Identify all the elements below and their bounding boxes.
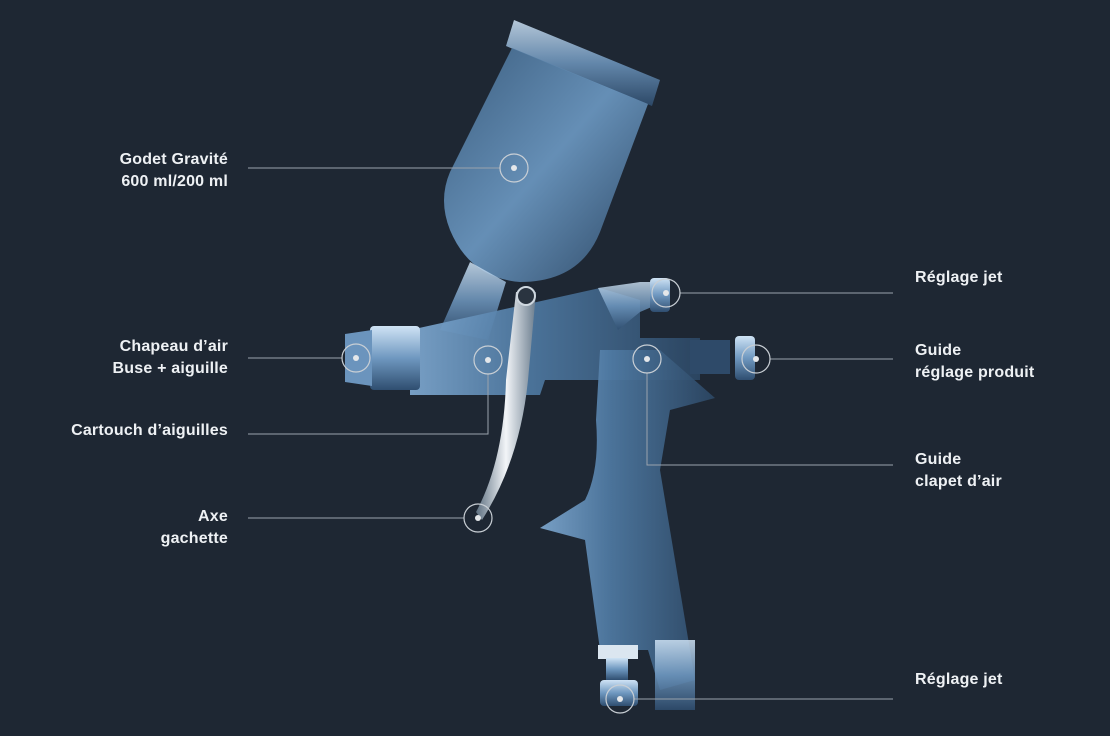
label-line: Guide bbox=[915, 342, 962, 359]
hotspot-chapeau[interactable] bbox=[341, 343, 371, 373]
air-cap bbox=[370, 326, 420, 390]
bottom-adjuster-knob bbox=[600, 680, 638, 706]
label-axe: Axe gachette bbox=[161, 506, 228, 550]
hotspot-guide-produit[interactable] bbox=[741, 344, 771, 374]
label-line: Réglage jet bbox=[915, 671, 1003, 688]
label-guide-air: Guide clapet d’air bbox=[915, 449, 1002, 493]
fluid-adjuster-knob bbox=[735, 336, 755, 380]
hotspot-reglage-bottom[interactable] bbox=[605, 684, 635, 714]
label-line: Godet Gravité bbox=[119, 151, 228, 168]
spray-gun bbox=[345, 20, 755, 710]
label-line: réglage produit bbox=[915, 364, 1035, 381]
hotspot-cartouch[interactable] bbox=[473, 345, 503, 375]
label-line: Chapeau d’air bbox=[119, 338, 228, 355]
air-inlet bbox=[655, 640, 695, 710]
hotspots bbox=[341, 153, 771, 714]
label-line: Axe bbox=[198, 508, 228, 525]
label-reglage-top: Réglage jet bbox=[915, 267, 1003, 289]
label-line: clapet d’air bbox=[915, 473, 1002, 490]
fan-adjuster-knob bbox=[650, 278, 670, 312]
label-line: Réglage jet bbox=[915, 269, 1003, 286]
label-guide-produit: Guide réglage produit bbox=[915, 340, 1034, 384]
label-godet: Godet Gravité 600 ml/200 ml bbox=[120, 149, 228, 193]
cup-lid bbox=[506, 20, 660, 106]
label-chapeau: Chapeau d’air Buse + aiguille bbox=[113, 336, 228, 380]
leader-lines bbox=[248, 167, 893, 700]
label-line: Cartouch d’aiguilles bbox=[71, 422, 228, 439]
hotspot-guide-air[interactable] bbox=[632, 344, 662, 374]
hotspot-reglage-top[interactable] bbox=[651, 278, 681, 308]
label-line: gachette bbox=[160, 530, 228, 547]
trigger bbox=[476, 292, 536, 520]
label-line: 600 ml/200 ml bbox=[121, 173, 228, 190]
hotspot-axe[interactable] bbox=[463, 503, 493, 533]
leader-cartouch bbox=[248, 374, 489, 435]
label-reglage-bottom: Réglage jet bbox=[915, 669, 1003, 691]
label-line: Buse + aiguille bbox=[112, 360, 228, 377]
label-line: Guide bbox=[915, 451, 962, 468]
label-cartouch: Cartouch d’aiguilles bbox=[71, 420, 228, 442]
hotspot-godet[interactable] bbox=[499, 153, 529, 183]
gun-handle bbox=[540, 350, 715, 690]
leader-guide-air bbox=[646, 373, 893, 466]
gravity-cup bbox=[444, 48, 648, 282]
